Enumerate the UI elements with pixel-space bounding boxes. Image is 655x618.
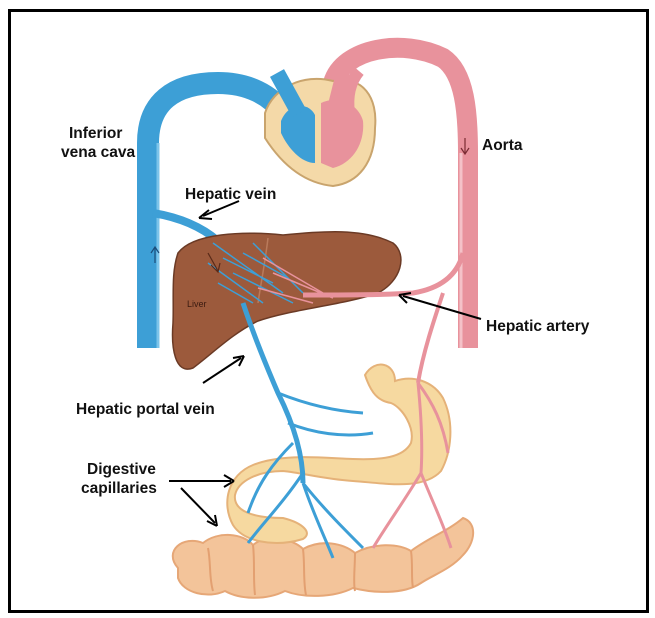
liver-label: Liver [187, 299, 207, 309]
digestive-capillaries-label-line1: Digestive [81, 460, 157, 479]
large-intestine [173, 518, 473, 598]
heart [265, 71, 375, 186]
hepatic-portal-system-diagram [11, 12, 649, 613]
inferior-vena-cava-label: Inferior vena cava [61, 124, 135, 162]
aorta-label: Aorta [482, 136, 522, 155]
diagram-frame: Liver Inferior vena cava Aorta Hepatic v… [8, 9, 649, 613]
hepatic-artery-label: Hepatic artery [486, 317, 589, 336]
liver [173, 232, 401, 369]
inferior-vena-cava-label-line1: Inferior [61, 124, 135, 143]
digestive-capillaries-label: Digestive capillaries [81, 460, 157, 498]
inferior-vena-cava-label-line2: vena cava [61, 143, 135, 162]
hepatic-portal-vein-label: Hepatic portal vein [76, 400, 215, 419]
hepatic-vein-label: Hepatic vein [185, 185, 276, 204]
stomach [227, 365, 450, 543]
digestive-capillaries-label-line2: capillaries [81, 479, 157, 498]
